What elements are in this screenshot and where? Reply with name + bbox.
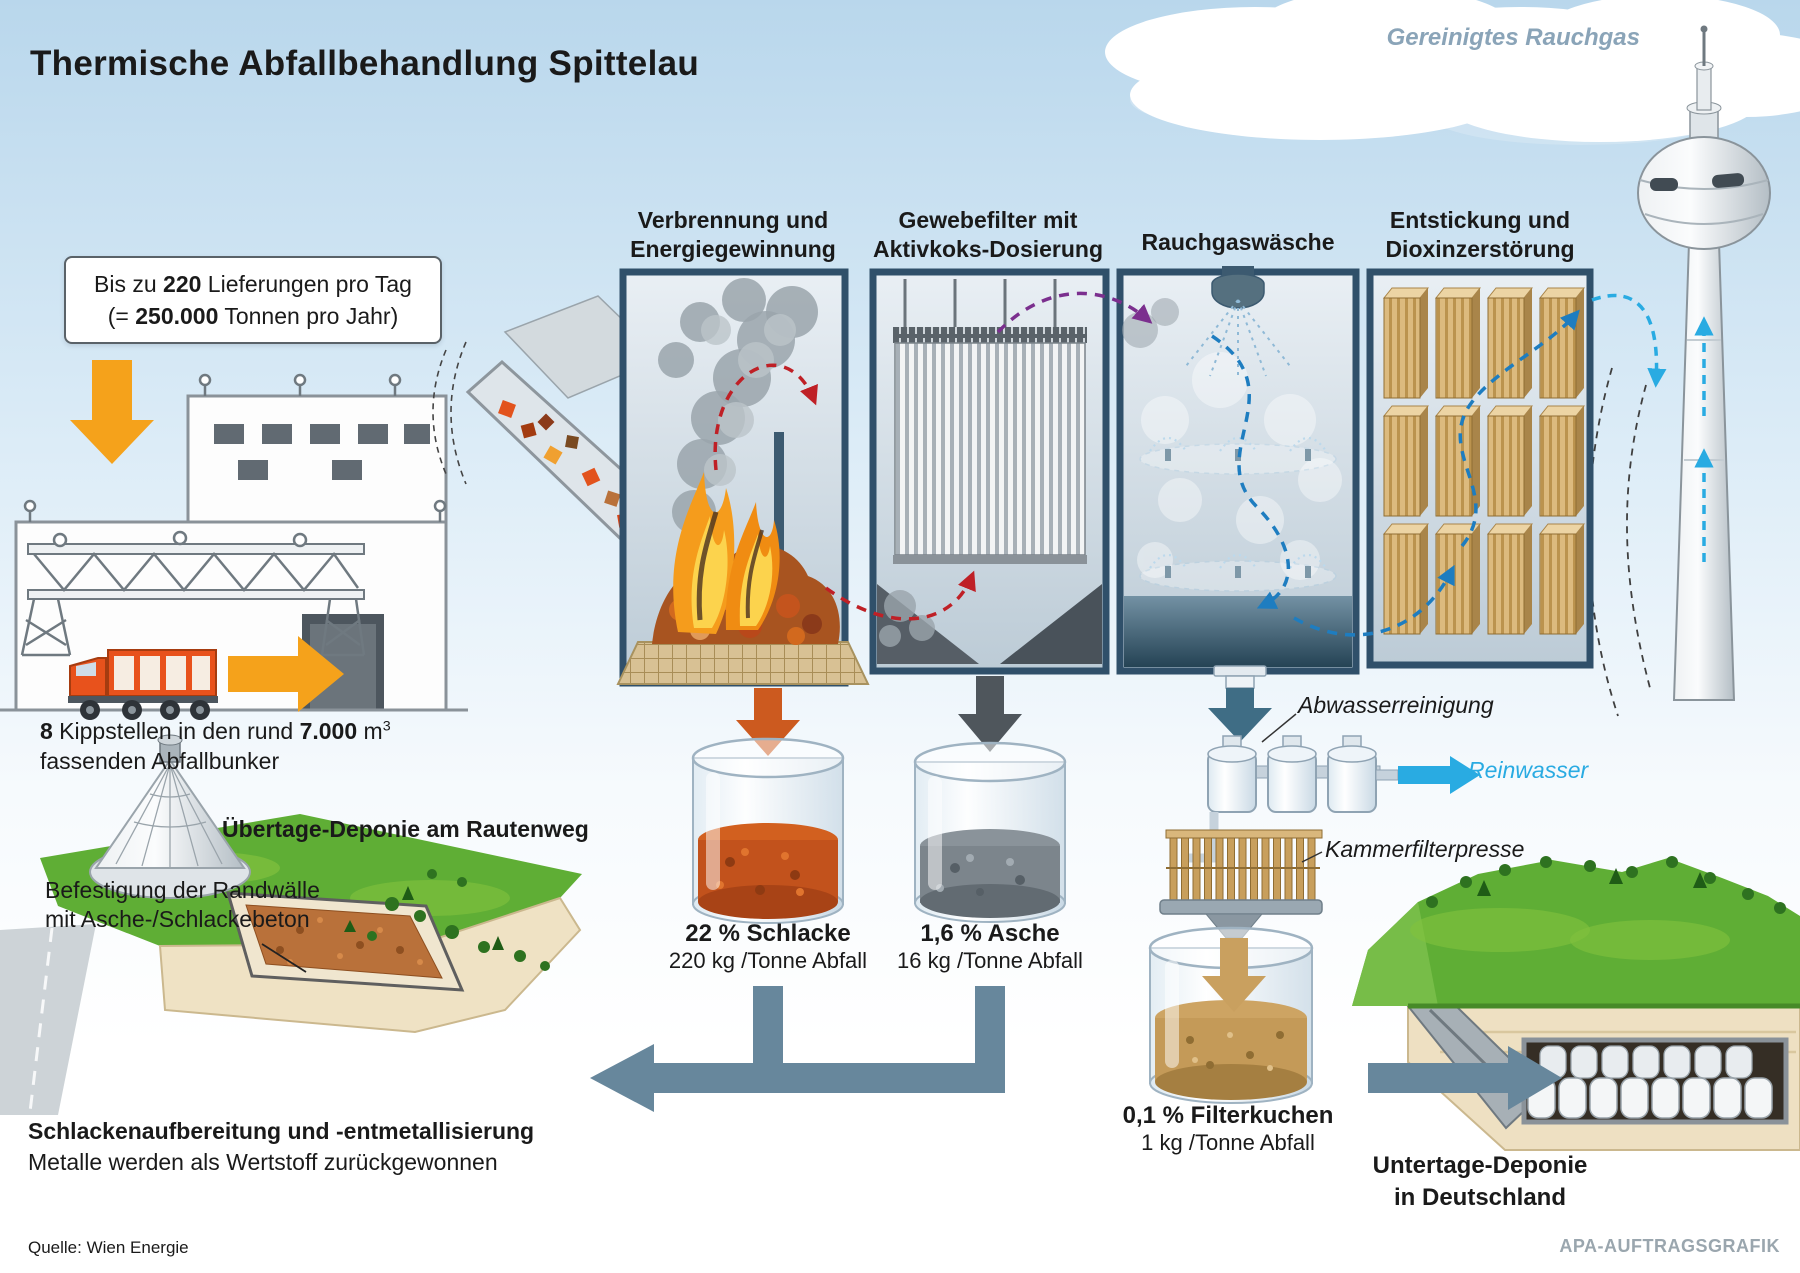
slag-down-arrow: [736, 688, 800, 756]
stage-title-scrubber: Rauchgaswäsche: [1141, 229, 1335, 255]
source-credit: Quelle: Wien Energie: [28, 1238, 189, 1257]
flue-arrow-combustion: [713, 363, 818, 471]
delivery-truck: [68, 649, 218, 720]
slag-output-label: 22 % Schlacke 220 kg /Tonne Abfall: [668, 920, 868, 973]
note-pointer-line: [261, 943, 307, 973]
fabric-filter-bars: [894, 342, 1086, 556]
delivery-info-box: Bis zu 220 Lieferungen pro Tag (= 250.00…: [64, 256, 442, 345]
delivery-down-arrow: [70, 360, 154, 464]
shower-head: [1185, 266, 1291, 380]
tipping-right-arrow: [228, 636, 344, 712]
delivery-line2: (= 250.000 Tonnen pro Jahr): [107, 303, 399, 330]
filter-cake-down-arrow: [1202, 938, 1266, 1012]
delivery-line1: Bis zu 220 Lieferungen pro Tag: [94, 271, 412, 297]
flue-arrow-to-scrubber: [996, 291, 1153, 334]
crane-bridge: [20, 530, 366, 657]
flames: [673, 472, 780, 634]
surface-landfill-note: Befestigung der Randwälle mit Asche-/Sch…: [45, 877, 320, 933]
flue-gas-flow-arrows: [713, 291, 1714, 637]
fabric-filter-chamber: [869, 268, 1110, 675]
slag-pipe-left-arrowhead: [590, 1044, 654, 1112]
ash-container: [913, 741, 1067, 923]
ash-output-label: 1,6 % Asche 16 kg /Tonne Abfall: [897, 920, 1083, 973]
spittelau-tower: [1637, 25, 1771, 701]
surface-landfill-title: Übertage-Deponie am Rautenweg: [222, 816, 589, 842]
landfill-road: [0, 924, 96, 1115]
slag-container: [691, 737, 845, 924]
tower-pod: [1637, 136, 1771, 250]
roof-lamps: [23, 373, 447, 522]
bunker-caption: 8 Kippstellen in den rund 7.000 m3 fasse…: [40, 716, 510, 777]
bunker-line1: 8 Kippstellen in den rund 7.000 m3: [40, 718, 391, 744]
clouds: [1105, 0, 1800, 145]
cleaned-gas-label: Gereinigtes Rauchgas: [1386, 24, 1640, 51]
waste-sacks-front: [1527, 1077, 1773, 1119]
surface-landfill: [0, 734, 582, 1115]
presse-leader-line: [1301, 851, 1323, 863]
clean-water-arrow: [1398, 756, 1480, 794]
clean-water-label: Reinwasser: [1468, 757, 1589, 783]
underground-transport-arrow: [1368, 1046, 1562, 1110]
flue-arrow-in-catalyst: [1458, 309, 1580, 548]
filter-cake-container: [1148, 926, 1314, 1104]
filter-funnel-right: [1000, 584, 1102, 664]
filter-top-rail: [893, 327, 1087, 343]
underground-landfill-title: Untertage-Deponie in Deutschland: [1372, 1152, 1588, 1211]
treatment-tanks: [1207, 735, 1377, 813]
underground-landfill: [1352, 856, 1800, 1151]
flue-arrow-in-scrubber: [1211, 334, 1290, 609]
agency-credit: APA-AUFTRAGSGRAFIK: [1559, 1236, 1780, 1256]
scrubber-outlet: [1213, 665, 1267, 689]
clean-gas-arrow-duct: [1591, 293, 1667, 388]
filter-cake-output-label: 0,1 % Filterkuchen 1 kg /Tonne Abfall: [1122, 1102, 1334, 1155]
chamber-filter-press: [1159, 829, 1323, 939]
waste-sacks-back: [1539, 1045, 1753, 1079]
silo-cone: [89, 734, 251, 899]
wastewater-treatment-label: Abwasserreinigung: [1298, 692, 1494, 718]
wastewater-treatment: [1148, 713, 1480, 1104]
page-title: Thermische Abfallbehandlung Spittelau: [30, 44, 700, 83]
bunker-line2: fassenden Abfallbunker: [40, 748, 280, 775]
abwasser-leader-line: [1261, 713, 1297, 743]
flue-arrow-to-filter: [824, 570, 976, 621]
slag-transport-pipe: [590, 986, 1005, 1112]
waste-bunker-building: [0, 373, 468, 720]
hill-trees: [1426, 856, 1786, 914]
trees: [344, 869, 550, 971]
filter-press-label: Kammerfilterpresse: [1325, 836, 1525, 862]
slag-basin-fill: [245, 904, 443, 979]
building-windows: [214, 424, 430, 480]
scrubber-basin: [1124, 596, 1352, 667]
catalyst-chamber: [1366, 268, 1594, 669]
slag-processing-caption: Schlackenaufbereitung und -entmetallisie…: [28, 1118, 535, 1176]
ash-down-arrow: [958, 676, 1022, 752]
combustion-grate: [616, 641, 870, 685]
combustion-chamber: [616, 268, 870, 687]
wastewater-down-arrow: [1208, 688, 1272, 742]
scrubber-chamber: [1116, 266, 1360, 675]
flue-arrow-to-catalyst: [1293, 564, 1455, 637]
